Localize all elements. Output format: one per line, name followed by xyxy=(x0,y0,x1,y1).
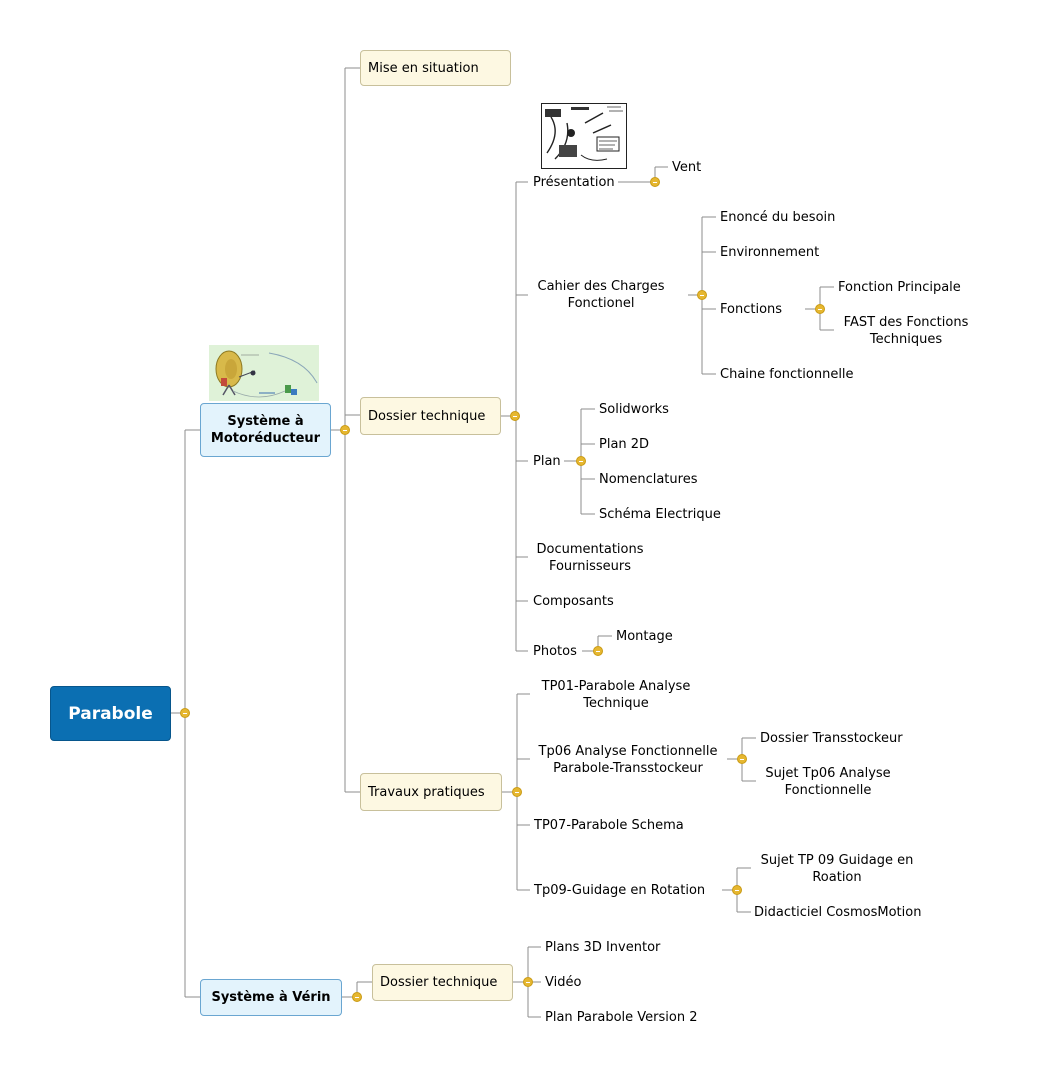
topic-plans-3d[interactable]: Plans 3D Inventor xyxy=(545,940,661,955)
topic-didacticiel[interactable]: Didacticiel CosmosMotion xyxy=(754,905,922,920)
topic-chaine-fonctionnelle[interactable]: Chaine fonctionnelle xyxy=(720,367,854,382)
root-topic-label: Parabole xyxy=(68,703,153,724)
topic-tp07[interactable]: TP07-Parabole Schema xyxy=(534,818,684,833)
topic-verin-dossier-technique[interactable]: Dossier technique xyxy=(372,964,513,1001)
topic-environnement[interactable]: Environnement xyxy=(720,245,820,260)
topic-dossier-transstockeur[interactable]: Dossier Transstockeur xyxy=(760,731,903,746)
topic-mise-en-situation[interactable]: Mise en situation xyxy=(360,50,511,86)
topic-cahier-des-charges[interactable]: Cahier des Charges Fonctionel xyxy=(537,279,665,311)
topic-plan-v2[interactable]: Plan Parabole Version 2 xyxy=(545,1010,698,1025)
topic-label: Système à Vérin xyxy=(211,990,331,1005)
topic-sujet-tp09[interactable]: Sujet TP 09 Guidage en Roation xyxy=(760,853,914,885)
topic-vent[interactable]: Vent xyxy=(672,160,702,175)
topic-dossier-technique[interactable]: Dossier technique xyxy=(360,397,501,435)
topic-plan[interactable]: Plan xyxy=(533,454,561,469)
topic-label: Travaux pratiques xyxy=(368,784,485,800)
presentation-sketch-picture xyxy=(541,103,627,169)
topic-tp06[interactable]: Tp06 Analyse Fonctionnelle Parabole-Tran… xyxy=(538,744,718,776)
topic-sujet-tp06[interactable]: Sujet Tp06 Analyse Fonctionnelle xyxy=(765,766,891,798)
topic-schema-electrique[interactable]: Schéma Electrique xyxy=(599,507,721,522)
topic-presentation[interactable]: Présentation xyxy=(533,175,615,190)
topic-systeme-verin[interactable]: Système à Vérin xyxy=(200,979,342,1016)
topic-fonctions[interactable]: Fonctions xyxy=(720,302,783,317)
collapse-toggle-tp06[interactable] xyxy=(737,754,747,764)
topic-plan-2d[interactable]: Plan 2D xyxy=(599,437,650,452)
topic-photos[interactable]: Photos xyxy=(533,644,577,659)
topic-label: Dossier technique xyxy=(380,975,498,990)
collapse-toggle-verin-dossier[interactable] xyxy=(523,977,533,987)
collapse-toggle-cdc[interactable] xyxy=(697,290,707,300)
collapse-toggle-presentation[interactable] xyxy=(650,177,660,187)
topic-travaux-pratiques[interactable]: Travaux pratiques xyxy=(360,773,502,811)
topic-video[interactable]: Vidéo xyxy=(545,975,582,990)
collapse-toggle-plan[interactable] xyxy=(576,456,586,466)
collapse-toggle-photos[interactable] xyxy=(593,646,603,656)
satellite-dish-picture xyxy=(209,345,319,401)
collapse-toggle-fonctions[interactable] xyxy=(815,304,825,314)
topic-fonction-principale[interactable]: Fonction Principale xyxy=(838,280,961,295)
collapse-toggle-tp[interactable] xyxy=(512,787,522,797)
collapse-toggle-dossier[interactable] xyxy=(510,411,520,421)
topic-montage[interactable]: Montage xyxy=(616,629,673,644)
topic-tp09[interactable]: Tp09-Guidage en Rotation xyxy=(534,883,706,898)
topic-label: Mise en situation xyxy=(368,60,479,76)
topic-systeme-motoreducteur[interactable]: Système à Motoréducteur xyxy=(200,403,331,457)
topic-composants[interactable]: Composants xyxy=(533,594,614,609)
root-topic[interactable]: Parabole xyxy=(50,686,171,741)
topic-label: Dossier technique xyxy=(368,408,486,424)
collapse-toggle-verin[interactable] xyxy=(352,992,362,1002)
topic-solidworks[interactable]: Solidworks xyxy=(599,402,669,417)
collapse-toggle-moto[interactable] xyxy=(340,425,350,435)
collapse-toggle-root[interactable] xyxy=(180,708,190,718)
topic-fast[interactable]: FAST des Fonctions Techniques xyxy=(843,315,969,347)
topic-label: Système à Motoréducteur xyxy=(210,414,321,446)
topic-documentations[interactable]: Documentations Fournisseurs xyxy=(536,542,644,574)
topic-nomenclatures[interactable]: Nomenclatures xyxy=(599,472,698,487)
topic-tp01[interactable]: TP01-Parabole Analyse Technique xyxy=(541,679,691,711)
collapse-toggle-tp09[interactable] xyxy=(732,885,742,895)
topic-enonce-du-besoin[interactable]: Enoncé du besoin xyxy=(720,210,836,225)
